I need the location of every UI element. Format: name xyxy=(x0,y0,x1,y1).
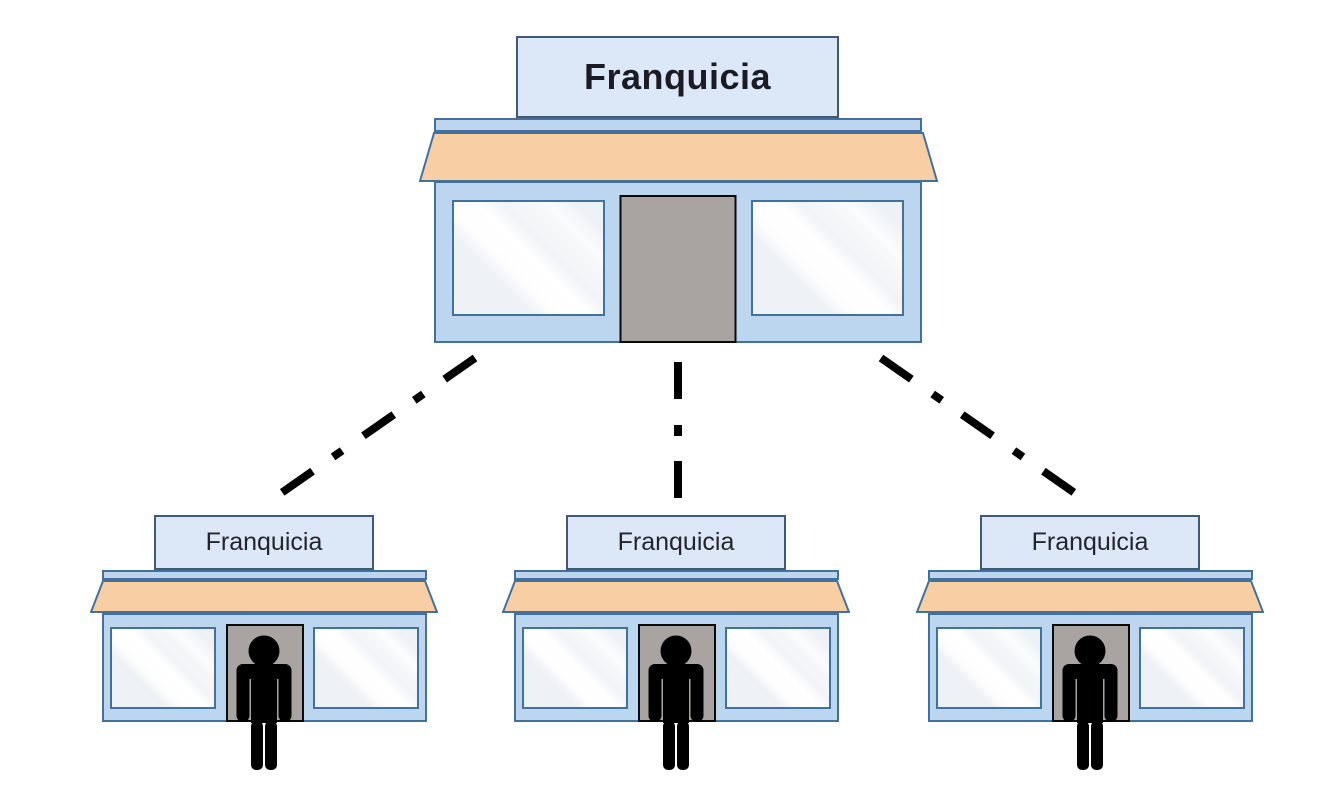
store-fascia xyxy=(514,570,839,580)
store-sign: Franquicia xyxy=(154,515,374,570)
store-sign: Franquicia xyxy=(980,515,1200,570)
connector-line-right xyxy=(878,354,1082,500)
sign-label: Franquicia xyxy=(205,528,323,556)
storefront-building xyxy=(434,181,922,343)
store-fascia xyxy=(102,570,427,580)
store-window-left xyxy=(936,627,1042,709)
store-door xyxy=(619,195,737,343)
store-fascia xyxy=(928,570,1253,580)
sign-label: Franquicia xyxy=(617,528,735,556)
store-window-left xyxy=(452,200,605,316)
store-window-right xyxy=(1139,627,1245,709)
person-icon xyxy=(236,635,292,770)
store-fascia xyxy=(434,118,922,132)
awning-icon xyxy=(419,132,938,182)
store-window-left xyxy=(522,627,628,709)
awning-icon xyxy=(90,580,438,613)
awning-icon xyxy=(502,580,850,613)
connector-line-left xyxy=(274,354,478,500)
child-store-1: Franquicia xyxy=(90,515,438,775)
child-store-3: Franquicia xyxy=(916,515,1264,775)
store-sign: Franquicia xyxy=(566,515,786,570)
person-icon xyxy=(1062,635,1118,770)
store-window-right xyxy=(725,627,831,709)
store-window-right xyxy=(313,627,419,709)
store-window-right xyxy=(751,200,904,316)
store-sign: Franquicia xyxy=(516,36,839,118)
person-icon xyxy=(648,635,704,770)
sign-label: Franquicia xyxy=(583,56,772,97)
sign-label: Franquicia xyxy=(1031,528,1149,556)
awning-icon xyxy=(916,580,1264,613)
child-store-2: Franquicia xyxy=(502,515,850,775)
store-window-left xyxy=(110,627,216,709)
parent-store: Franquicia xyxy=(419,36,938,348)
